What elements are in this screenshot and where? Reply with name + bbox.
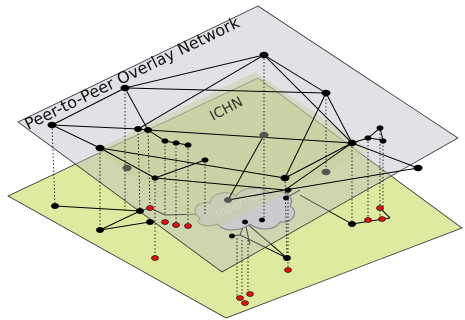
underlay-node [229, 233, 235, 239]
overlay-node [161, 138, 169, 144]
overlay-node [172, 140, 180, 146]
underlay-node [259, 217, 265, 223]
end-host-node [184, 223, 192, 229]
overlay-node [95, 144, 105, 152]
ichn-node [122, 164, 132, 172]
overlay-node [184, 142, 192, 148]
vertical-links [51, 55, 384, 300]
underlay-node [96, 227, 104, 233]
overlay-node [284, 187, 292, 193]
internet-cloud [194, 187, 295, 231]
overlay-node [259, 51, 269, 59]
overlay-node [144, 127, 152, 133]
overlay-node [151, 175, 159, 181]
end-host-node [161, 219, 169, 225]
overlay-nodes [47, 51, 423, 193]
end-host-node [378, 216, 386, 222]
overlay-node [134, 126, 142, 132]
underlay-node [283, 195, 289, 201]
overlay-node [120, 84, 130, 92]
underlay-node [242, 219, 248, 225]
underlay-node [348, 221, 356, 227]
underlay-node [283, 255, 291, 261]
end-host-node [246, 291, 254, 297]
end-host-node [236, 295, 244, 301]
overlay-node [364, 135, 372, 141]
end-host-node [172, 222, 180, 228]
ichn-node [224, 197, 232, 203]
ichn-node [321, 168, 331, 176]
underlay-nodes [51, 195, 356, 261]
overlay-node [201, 157, 209, 163]
end-host-node [241, 300, 249, 306]
overlay-node [321, 89, 331, 97]
underlay-node [136, 208, 144, 214]
underlay-node [146, 219, 154, 225]
ichn-node [259, 131, 269, 139]
ichn-plane [95, 72, 370, 232]
end-host-node [151, 255, 159, 261]
end-host-node [364, 217, 372, 223]
overlay-node [47, 121, 57, 129]
overlay-node [379, 138, 387, 144]
overlay-links [51, 54, 419, 201]
end-host-nodes [146, 205, 386, 306]
end-host-node [376, 205, 384, 211]
overlay-node [347, 139, 357, 147]
overlay-node [280, 174, 290, 182]
ichn-nodes [122, 131, 331, 203]
underlay-node [51, 203, 59, 209]
overlay-node [413, 164, 423, 172]
end-host-node [146, 205, 154, 211]
overlay-node [376, 125, 384, 131]
end-host-node [284, 267, 292, 273]
